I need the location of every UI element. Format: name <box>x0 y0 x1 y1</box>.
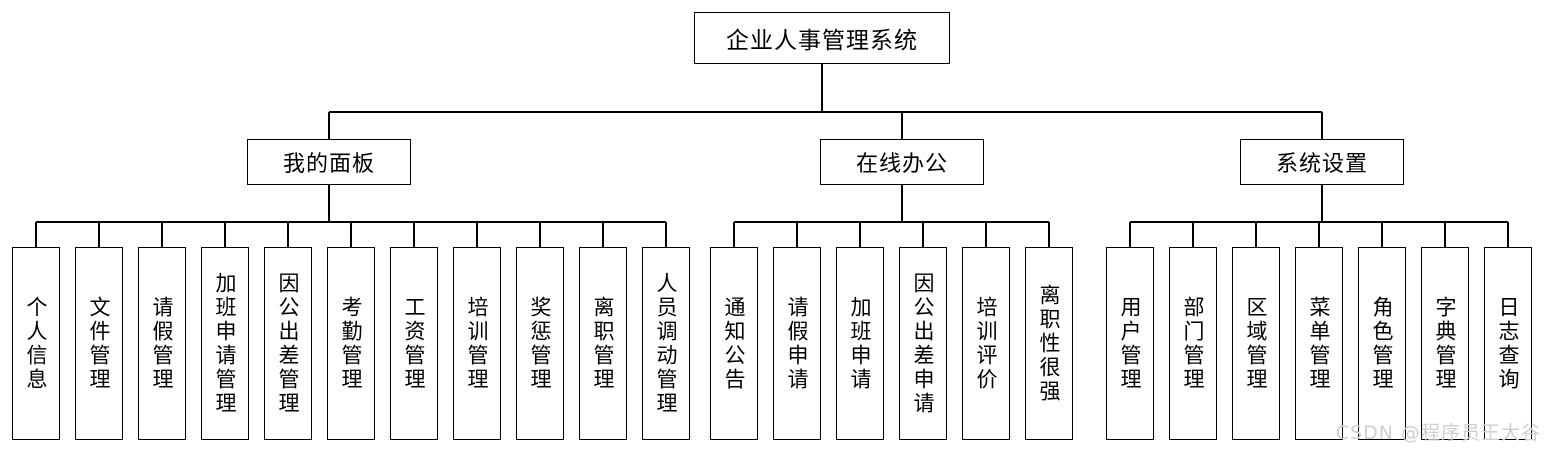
node-leaf-0-3[interactable]: 加班申请管理 <box>201 247 249 440</box>
node-leaf-2-4[interactable]: 角色管理 <box>1358 247 1406 440</box>
node-leaf-label: 字典管理 <box>1433 295 1458 392</box>
node-leaf-label: 加班申请 <box>848 295 873 392</box>
node-leaf-1-0[interactable]: 通知公告 <box>710 247 758 440</box>
node-leaf-2-3[interactable]: 菜单管理 <box>1295 247 1343 440</box>
node-leaf-label: 部门管理 <box>1181 295 1206 392</box>
node-leaf-1-4[interactable]: 培训评价 <box>962 247 1010 440</box>
node-leaf-1-1[interactable]: 请假申请 <box>773 247 821 440</box>
node-root-label: 企业人事管理系统 <box>726 28 918 54</box>
node-leaf-label: 请假管理 <box>150 295 175 392</box>
node-leaf-label: 通知公告 <box>722 295 747 392</box>
node-leaf-label: 请假申请 <box>785 295 810 392</box>
node-leaf-label: 日志查询 <box>1496 295 1521 392</box>
node-leaf-label: 培训管理 <box>465 295 490 392</box>
node-leaf-0-5[interactable]: 考勤管理 <box>327 247 375 440</box>
node-leaf-0-4[interactable]: 因公出差管理 <box>264 247 312 440</box>
node-branch-1[interactable]: 在线办公 <box>820 139 984 185</box>
node-leaf-label: 角色管理 <box>1370 295 1395 392</box>
node-leaf-0-0[interactable]: 个人信息 <box>12 247 60 440</box>
node-leaf-2-0[interactable]: 用户管理 <box>1106 247 1154 440</box>
node-leaf-label: 个人信息 <box>24 295 49 392</box>
node-leaf-label: 奖惩管理 <box>528 295 553 392</box>
node-leaf-0-7[interactable]: 培训管理 <box>453 247 501 440</box>
node-leaf-label: 区域管理 <box>1244 295 1269 392</box>
node-leaf-1-2[interactable]: 加班申请 <box>836 247 884 440</box>
node-leaf-1-3[interactable]: 因公出差申请 <box>899 247 947 440</box>
node-leaf-label: 文件管理 <box>87 295 112 392</box>
node-leaf-2-2[interactable]: 区域管理 <box>1232 247 1280 440</box>
node-branch-label: 我的面板 <box>282 152 375 177</box>
node-leaf-label: 人员调动管理 <box>654 271 679 416</box>
node-leaf-label: 因公出差管理 <box>276 271 301 416</box>
node-branch-2[interactable]: 系统设置 <box>1240 139 1404 185</box>
node-leaf-label: 离职性很强 <box>1037 283 1062 404</box>
node-leaf-label: 菜单管理 <box>1307 295 1332 392</box>
node-leaf-0-9[interactable]: 离职管理 <box>579 247 627 440</box>
node-leaf-label: 加班申请管理 <box>213 271 238 416</box>
node-leaf-2-1[interactable]: 部门管理 <box>1169 247 1217 440</box>
node-leaf-0-8[interactable]: 奖惩管理 <box>516 247 564 440</box>
node-leaf-0-6[interactable]: 工资管理 <box>390 247 438 440</box>
node-leaf-label: 用户管理 <box>1118 295 1143 392</box>
node-leaf-label: 离职管理 <box>591 295 616 392</box>
node-leaf-label: 因公出差申请 <box>911 271 936 416</box>
node-leaf-0-2[interactable]: 请假管理 <box>138 247 186 440</box>
node-branch-0[interactable]: 我的面板 <box>247 139 411 185</box>
node-branch-label: 在线办公 <box>855 152 948 177</box>
node-leaf-0-10[interactable]: 人员调动管理 <box>642 247 690 440</box>
node-leaf-label: 培训评价 <box>974 295 999 392</box>
node-leaf-label: 考勤管理 <box>339 295 364 392</box>
node-leaf-0-1[interactable]: 文件管理 <box>75 247 123 440</box>
node-leaf-2-6[interactable]: 日志查询 <box>1484 247 1532 440</box>
node-leaf-label: 工资管理 <box>402 295 427 392</box>
node-leaf-2-5[interactable]: 字典管理 <box>1421 247 1469 440</box>
node-branch-label: 系统设置 <box>1275 152 1368 177</box>
node-leaf-1-5[interactable]: 离职性很强 <box>1025 247 1073 440</box>
node-root[interactable]: 企业人事管理系统 <box>694 12 950 64</box>
